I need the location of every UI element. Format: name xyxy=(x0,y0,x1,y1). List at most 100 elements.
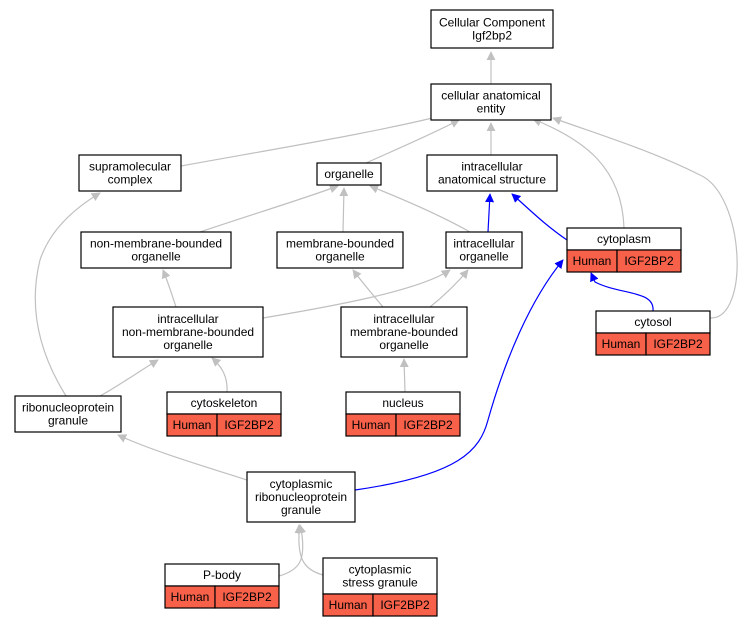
node-label: organelle xyxy=(315,250,365,264)
node-label: supramolecular xyxy=(89,160,171,174)
gene-label: IGF2BP2 xyxy=(624,254,674,268)
gene-label: IGF2BP2 xyxy=(653,337,703,351)
edge-line xyxy=(352,269,384,308)
edge-line xyxy=(399,358,409,393)
gene-cell xyxy=(216,413,282,437)
edge-cytosol-to-cae xyxy=(552,116,738,319)
edge-line xyxy=(339,187,349,233)
edge-csg-to-crnp xyxy=(294,524,324,576)
node-label: intracellular xyxy=(373,312,434,326)
species-label: Human xyxy=(171,590,210,604)
node-organelle[interactable]: organelle xyxy=(316,162,382,186)
node-label: complex xyxy=(108,173,153,187)
node-label: ribonucleoprotein xyxy=(255,490,347,504)
node-label: Igf2bp2 xyxy=(472,29,512,43)
node-box xyxy=(426,154,558,192)
node-label: intracellular xyxy=(461,160,522,174)
edge-line xyxy=(117,434,248,481)
edge-imbo-to-io xyxy=(429,269,469,308)
edge-line xyxy=(161,269,177,308)
edge-mbo-to-organelle xyxy=(339,187,349,233)
edge-line xyxy=(552,116,738,319)
node-label: cytoplasmic xyxy=(349,563,412,577)
edge-line xyxy=(278,524,307,577)
gene-cell xyxy=(372,593,438,617)
node-box xyxy=(80,231,232,269)
node-label: P-body xyxy=(203,568,241,582)
species-label: Human xyxy=(329,598,368,612)
highlight-edge-line xyxy=(590,272,654,312)
node-box xyxy=(430,9,554,49)
edge-nmbo-to-organelle xyxy=(199,184,339,233)
edge-crnp-to-rnp xyxy=(117,434,248,481)
edge-line xyxy=(211,357,228,393)
node-label: stress granule xyxy=(342,576,418,590)
edge-line xyxy=(294,524,324,576)
edge-io-to-ias xyxy=(485,193,495,233)
node-box xyxy=(78,154,182,192)
node-label: organelle xyxy=(379,338,429,352)
edge-cytoskeleton-to-inmbo xyxy=(211,357,228,393)
edge-line xyxy=(429,269,469,308)
gene-label: IGF2BP2 xyxy=(403,418,453,432)
edge-supramol-to-cae xyxy=(180,109,457,167)
node-box xyxy=(316,162,382,186)
edge-line xyxy=(365,119,460,164)
node-label: non-membrane-bounded xyxy=(90,237,222,251)
gene-cell xyxy=(616,249,682,273)
node-label: cytoplasm xyxy=(597,232,651,246)
edge-nucleus-to-imbo xyxy=(399,358,409,393)
species-label: Human xyxy=(602,337,641,351)
node-label: cytoplasmic xyxy=(270,477,333,491)
node-box xyxy=(276,231,404,269)
node-box xyxy=(340,306,468,358)
node-label: nucleus xyxy=(382,396,423,410)
gene-label: IGF2BP2 xyxy=(222,590,272,604)
node-label: cytoskeleton xyxy=(191,396,258,410)
node-label: membrane-bounded xyxy=(350,325,458,339)
edge-cytosol-to-cytoplasm xyxy=(590,272,654,312)
edge-line xyxy=(180,109,457,167)
edge-line xyxy=(99,359,159,397)
node-inmbo[interactable]: intracellularnon-membrane-boundedorganel… xyxy=(112,306,264,358)
node-label: membrane-bounded xyxy=(286,237,394,251)
edge-crnp-to-cytoplasm xyxy=(354,259,564,491)
edge-cytoplasm-to-cae xyxy=(532,117,625,229)
edge-line xyxy=(199,184,339,233)
gene-cell xyxy=(395,413,461,437)
highlight-edge-line xyxy=(485,193,495,233)
edge-rnp-to-inmbo xyxy=(99,359,159,397)
edge-line xyxy=(34,192,101,397)
gene-label: IGF2BP2 xyxy=(224,418,274,432)
node-label: organelle xyxy=(163,338,213,352)
species-label: Human xyxy=(173,418,212,432)
edge-cytoplasm-to-ias xyxy=(511,193,568,241)
edges-layer xyxy=(34,51,738,577)
node-label: intracellular xyxy=(453,237,514,251)
node-label: ribonucleoprotein xyxy=(22,401,114,415)
node-box xyxy=(14,395,122,433)
node-label: intracellular xyxy=(157,312,218,326)
edge-io-to-organelle xyxy=(369,184,471,233)
node-label: organelle xyxy=(324,167,374,181)
edge-imbo-to-mbo xyxy=(352,269,384,308)
node-label: anatomical structure xyxy=(438,173,546,187)
edge-line xyxy=(532,117,625,229)
highlight-edge-line xyxy=(354,259,564,491)
